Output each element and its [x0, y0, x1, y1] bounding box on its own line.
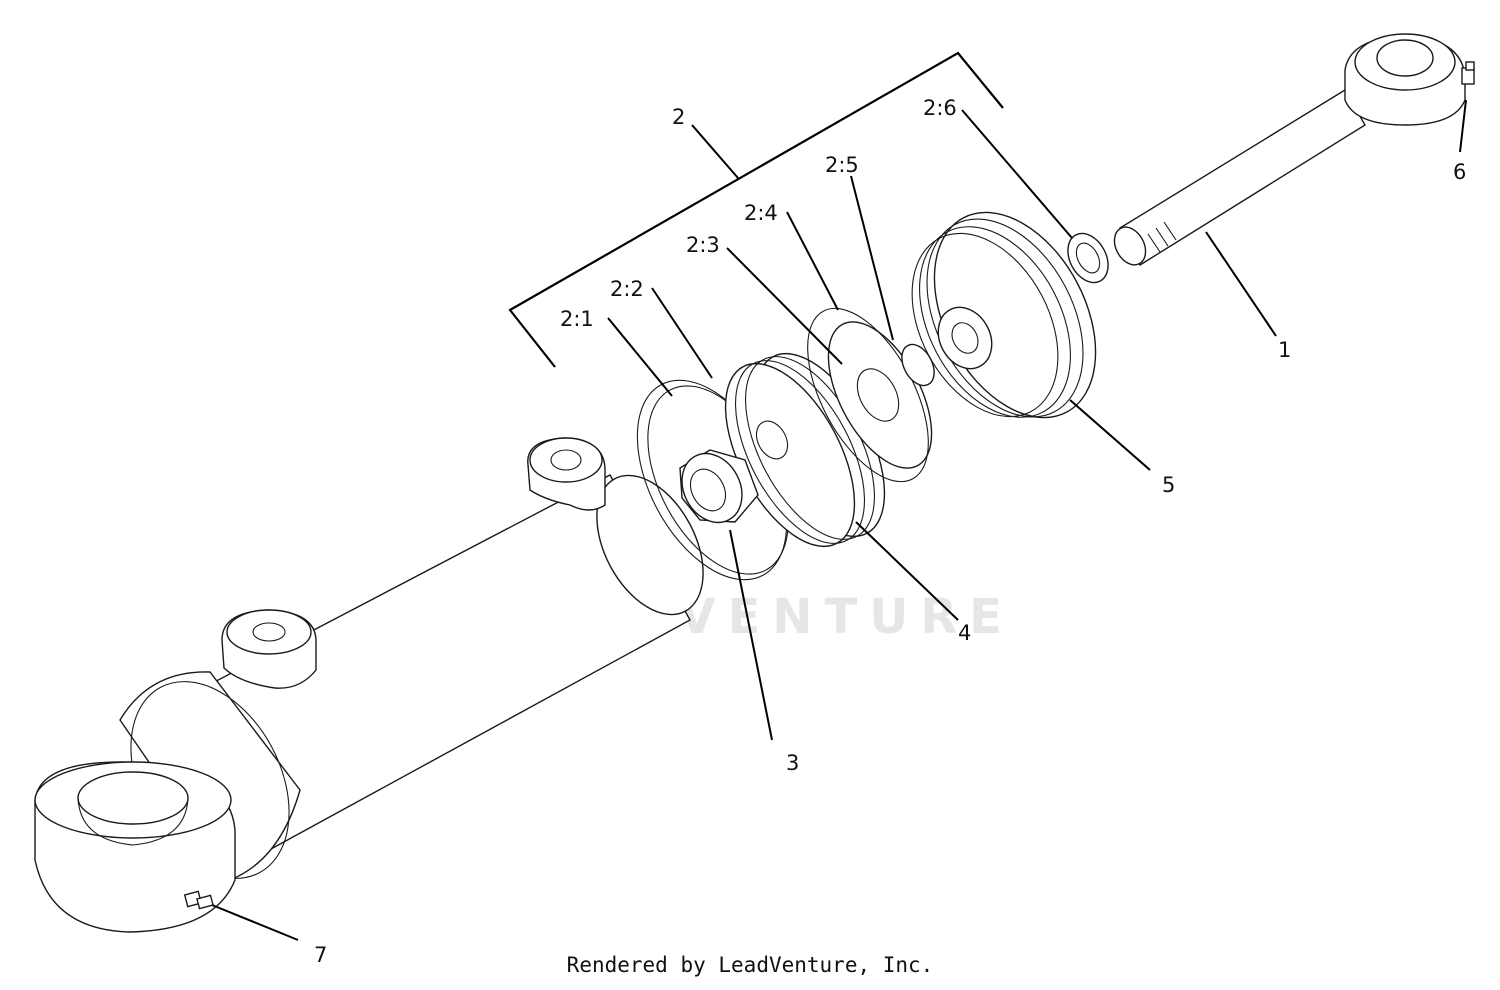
callout-3: 3 [786, 751, 799, 775]
callout-2: 2 [672, 105, 685, 129]
lock-nut-3 [679, 449, 759, 524]
callout-4: 4 [958, 621, 971, 645]
callout-5: 5 [1162, 473, 1175, 497]
callout-labels: 2 2:1 2:2 2:3 2:4 2:5 2:6 1 5 4 3 6 7 [314, 96, 1466, 967]
cylinder-barrel [34, 437, 704, 933]
wiper-seal-2-6 [1067, 232, 1109, 284]
rear-clevis-eye [34, 761, 236, 933]
rod-end-eye [1344, 33, 1466, 126]
callout-2-2: 2:2 [610, 277, 644, 301]
callout-2-6: 2:6 [923, 96, 957, 120]
grease-fitting-rod-end [1461, 61, 1475, 85]
cylinder-port-rear [221, 609, 317, 689]
callout-6: 6 [1453, 160, 1466, 184]
gland-5 [911, 211, 1097, 419]
callout-2-3: 2:3 [686, 233, 720, 257]
piston-rod-1 [1113, 89, 1366, 266]
cylinder-port-front [527, 437, 606, 511]
credit-text: Rendered by LeadVenture, Inc. [566, 953, 934, 977]
assembly-bracket-2 [508, 51, 1004, 368]
callout-2-1: 2:1 [560, 307, 594, 331]
callout-7: 7 [314, 943, 327, 967]
callout-1: 1 [1278, 338, 1291, 362]
leader-lines [211, 99, 1467, 941]
callout-2-5: 2:5 [825, 153, 859, 177]
callout-2-4: 2:4 [744, 201, 778, 225]
grease-fitting-rear [183, 890, 214, 910]
